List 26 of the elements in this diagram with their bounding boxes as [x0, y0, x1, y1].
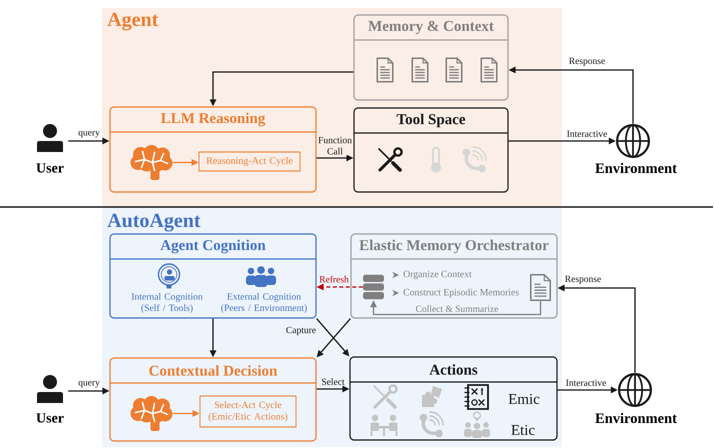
memory-box: Memory & Context — [353, 14, 509, 101]
edge-label: Collect & Summarize — [414, 304, 500, 313]
cycle-box: Select-Act Cycle (Emic/Etic Actions) — [200, 396, 296, 428]
icon-caption: User — [36, 413, 64, 423]
edge-label: Interactive — [566, 130, 608, 138]
database-icon — [363, 274, 384, 300]
icon-caption: Environment — [595, 412, 677, 424]
caption-text: External Cognition (Peers / Environment) — [221, 293, 307, 313]
edge-label: query — [77, 130, 101, 138]
edge-label: Select — [320, 378, 346, 386]
bullet-text: Construct Episodic Memories — [404, 288, 519, 298]
edge-label: Capture — [285, 326, 317, 336]
edge-label: Response — [564, 274, 602, 285]
edge-label: Interactive — [564, 378, 608, 387]
action-label: Etic — [511, 424, 535, 436]
document-icon — [530, 274, 551, 301]
tool-box: Tool Space — [353, 107, 509, 193]
bullet-text: Organize Context — [404, 270, 472, 280]
caption-text: Internal Cognition (Self / Tools) — [132, 293, 203, 313]
icon-caption: Environment — [595, 162, 677, 174]
edge-label: Function Call — [316, 136, 354, 156]
cycle-box: Reasoning-Act Cycle — [198, 152, 300, 172]
edge-label: query — [77, 380, 101, 388]
icon-caption: User — [36, 163, 64, 173]
edge-label: Response — [568, 56, 606, 67]
action-label: Emic — [508, 394, 540, 404]
